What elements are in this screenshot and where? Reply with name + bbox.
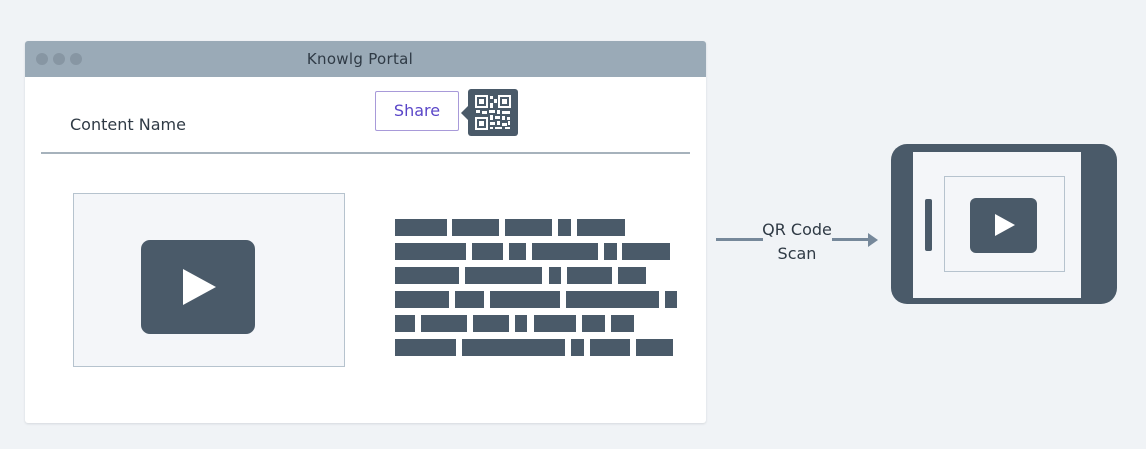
header-divider — [41, 152, 690, 154]
play-icon[interactable] — [970, 198, 1037, 253]
share-button[interactable]: Share — [375, 91, 459, 131]
content-name-label: Content Name — [70, 115, 186, 134]
video-preview[interactable] — [73, 193, 345, 367]
minimize-dot-icon[interactable] — [53, 53, 65, 65]
tablet-video-preview[interactable] — [944, 176, 1065, 272]
qr-scan-label-line2: Scan — [777, 244, 817, 263]
close-dot-icon[interactable] — [36, 53, 48, 65]
text-placeholder — [395, 219, 685, 359]
tablet-home-button — [925, 199, 932, 251]
arrow-right-icon — [868, 233, 878, 247]
connector-line-right — [832, 238, 870, 241]
qr-scan-label: QR Code Scan — [757, 218, 837, 266]
window-titlebar: Knowlg Portal — [25, 41, 706, 77]
connector-line-left — [716, 238, 763, 241]
window-title: Knowlg Portal — [306, 50, 414, 68]
play-icon[interactable] — [141, 240, 255, 334]
qr-scan-label-line1: QR Code — [762, 220, 832, 239]
qr-code-icon — [475, 95, 511, 130]
qr-code-popup[interactable] — [461, 89, 518, 136]
maximize-dot-icon[interactable] — [70, 53, 82, 65]
portal-window: Knowlg Portal Content Name Share — [25, 41, 706, 423]
